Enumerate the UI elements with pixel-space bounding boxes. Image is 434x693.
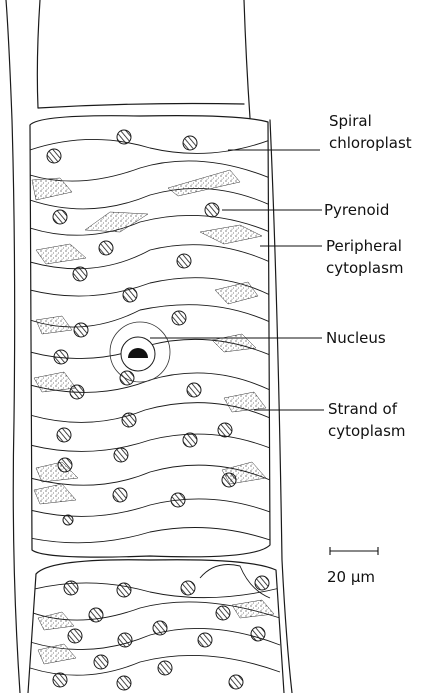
label-peripheral-cytoplasm-line2: cytoplasm [326, 259, 404, 277]
pyrenoid [218, 423, 232, 437]
pyrenoid [172, 311, 186, 325]
label-pyrenoid: Pyrenoid [324, 201, 389, 219]
pyrenoid [171, 493, 185, 507]
pyrenoid [53, 210, 67, 224]
pyrenoid [183, 433, 197, 447]
pyrenoid [120, 371, 134, 385]
pyrenoid [123, 288, 137, 302]
label-spiral-chloroplast-line1: Spiral [329, 112, 372, 130]
label-spiral-chloroplast-line2: chloroplast [329, 134, 412, 152]
pyrenoid [222, 473, 236, 487]
pyrenoid [57, 428, 71, 442]
pyrenoid [63, 515, 73, 525]
pyrenoid [113, 488, 127, 502]
label-strand-of-cytoplasm-line2: cytoplasm [328, 422, 406, 440]
pyrenoid [205, 203, 219, 217]
pyrenoid [70, 385, 84, 399]
adjacent-cell [28, 560, 284, 693]
pyrenoid [114, 448, 128, 462]
label-nucleus: Nucleus [326, 329, 386, 347]
scale-bar: 20 µm [327, 547, 378, 586]
pyrenoid [183, 136, 197, 150]
pyrenoid [73, 267, 87, 281]
label-strand-of-cytoplasm-line1: Strand of [328, 400, 398, 418]
label-peripheral-cytoplasm-line1: Peripheral [326, 237, 402, 255]
scale-bar-label: 20 µm [327, 568, 375, 586]
pyrenoid [117, 130, 131, 144]
pyrenoids-lower [53, 576, 269, 690]
pyrenoid [47, 149, 61, 163]
pyrenoid [74, 323, 88, 337]
pyrenoid [54, 350, 68, 364]
pyrenoid [122, 413, 136, 427]
pyrenoid [177, 254, 191, 268]
main-cell [30, 116, 270, 558]
pyrenoid [99, 241, 113, 255]
nucleus [110, 322, 170, 382]
labels: Spiral chloroplast Pyrenoid Peripheral c… [324, 112, 412, 440]
pyrenoid [58, 458, 72, 472]
pyrenoid [187, 383, 201, 397]
